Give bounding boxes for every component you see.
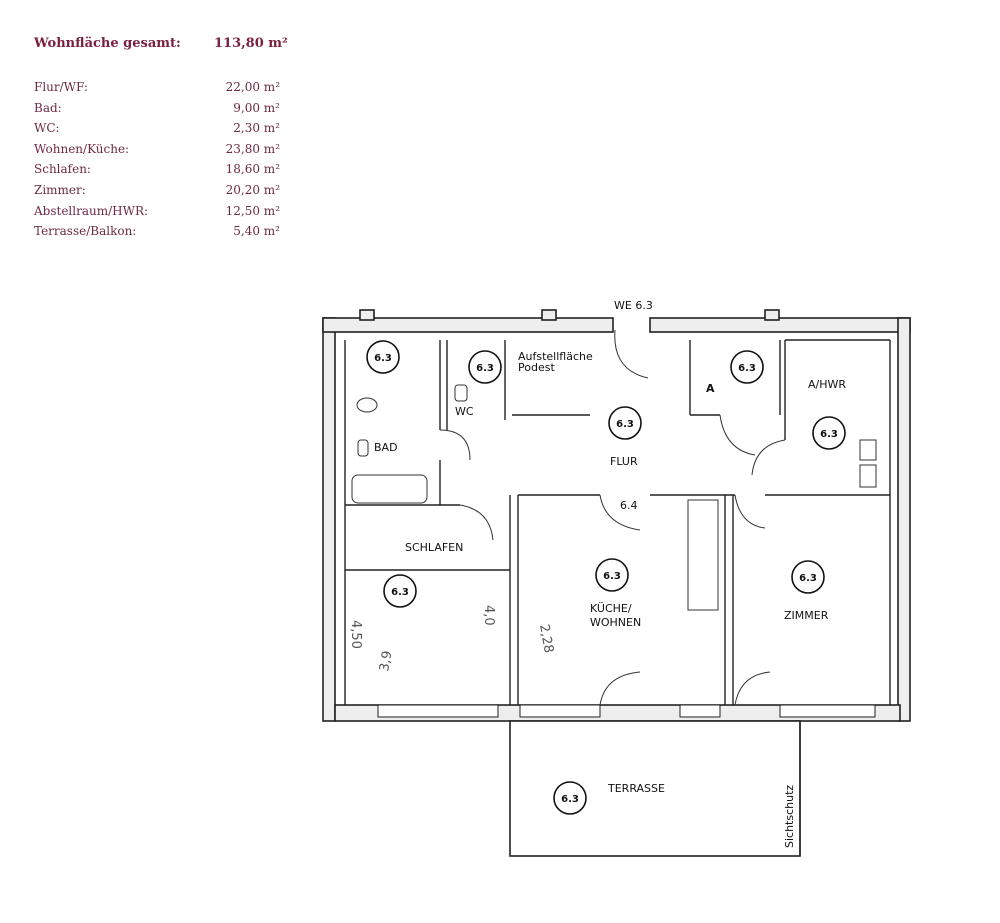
room-area-row: Bad: 9,00 m²: [34, 98, 294, 119]
room-label-flur: FLUR: [610, 455, 638, 468]
room-label-schlafen: SCHLAFEN: [405, 541, 463, 554]
aufstell-label: Podest: [518, 361, 555, 374]
unit-tag: 6.3: [476, 363, 494, 374]
fixtures: [351, 384, 877, 611]
unit-tag: 6.3: [391, 587, 409, 598]
room-value: 22,00 m²: [225, 80, 280, 94]
unit-tag: 6.3: [561, 794, 579, 805]
room-label-bad: BAD: [374, 441, 398, 454]
room-value: 5,40 m²: [233, 224, 280, 239]
room-label: Zimmer:: [34, 182, 86, 197]
unit-tag: 6.3: [738, 363, 756, 374]
area-summary: Wohnfläche gesamt: 113,80 m² Flur/WF: 22,…: [34, 36, 294, 242]
interior-walls: [344, 339, 891, 705]
unit-tag: 6.3: [820, 429, 838, 440]
unit-tag: 6.3: [374, 353, 392, 364]
handwritten-dimension: 4,0: [481, 605, 496, 626]
room-label-terrasse: TERRASSE: [607, 782, 665, 795]
room-value: 2,30 m²: [233, 121, 280, 136]
room-label: Abstellraum/HWR:: [34, 203, 149, 218]
room-label-zimmer: ZIMMER: [784, 609, 829, 622]
room-label-kueche: KÜCHE/: [590, 602, 632, 615]
doors: [439, 329, 786, 706]
total-area-label: Wohnfläche gesamt:: [34, 36, 181, 51]
room-labels: WE 6.3 6.4 Aufstellfläche Podest BAD WC …: [348, 299, 846, 848]
room-value: 23,80 m²: [225, 141, 280, 156]
unit-tag: 6.3: [616, 419, 634, 430]
door-tag: 6.4: [620, 499, 638, 512]
room-value: 18,60 m²: [225, 162, 280, 177]
room-label: Schlafen:: [34, 162, 91, 177]
room-value: 9,00 m²: [233, 100, 280, 115]
entrance-label: WE 6.3: [614, 299, 653, 312]
room-label: Bad:: [34, 100, 62, 115]
handwritten-dimension: 3,9: [377, 650, 395, 673]
handwritten-dimension: 2,28: [536, 623, 556, 654]
outer-walls: [322, 309, 911, 722]
unit-tag: 6.3: [603, 571, 621, 582]
total-area: Wohnfläche gesamt: 113,80 m²: [34, 36, 294, 51]
room-label: Wohnen/Küche:: [34, 141, 130, 156]
room-label-wc: WC: [455, 405, 474, 418]
room-area-row: Schlafen: 18,60 m²: [34, 159, 294, 180]
room-area-row: WC: 2,30 m²: [34, 118, 294, 139]
room-label-wohnen: WOHNEN: [590, 616, 641, 629]
handwritten-dimension: 4,50: [348, 620, 363, 649]
unit-tag: 6.3: [799, 573, 817, 584]
room-area-row: Flur/WF: 22,00 m²: [34, 77, 294, 98]
room-area-row: Terrasse/Balkon: 5,40 m²: [34, 221, 294, 242]
room-area-row: Abstellraum/HWR: 12,50 m²: [34, 201, 294, 222]
room-label: Flur/WF:: [34, 80, 88, 94]
room-area-row: Zimmer: 20,20 m²: [34, 180, 294, 201]
windows: [377, 704, 876, 718]
room-area-row: Wohnen/Küche: 23,80 m²: [34, 139, 294, 160]
room-value: 12,50 m²: [225, 203, 280, 218]
room-label-a: A: [706, 382, 715, 395]
room-label: Terrasse/Balkon:: [34, 224, 137, 239]
aufstell-label: Aufstellfläche: [518, 350, 593, 363]
unit-tags: 6.3 6.3 6.3 6.3 6.3 6.3 6.3 6.3 6.3: [366, 340, 846, 815]
room-label: WC:: [34, 121, 60, 136]
sichtschutz-label: Sichtschutz: [783, 785, 796, 848]
room-label-hwr: A/HWR: [808, 378, 846, 391]
room-value: 20,20 m²: [225, 182, 280, 197]
total-area-value: 113,80 m²: [214, 36, 288, 51]
